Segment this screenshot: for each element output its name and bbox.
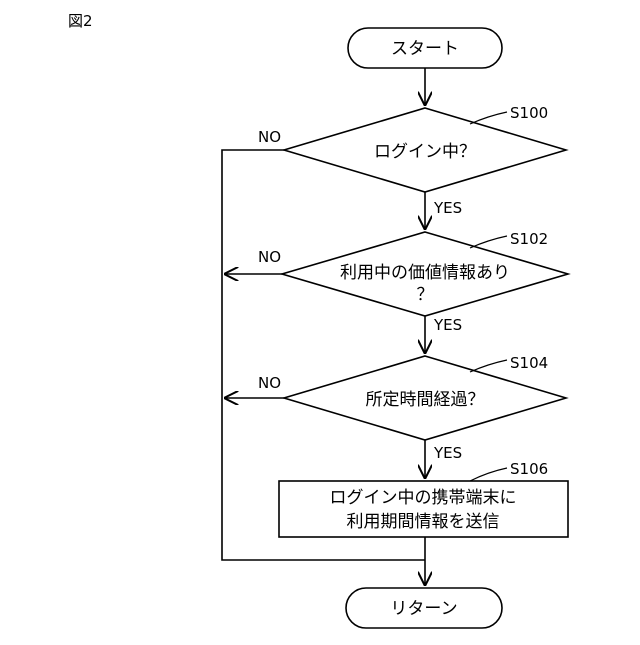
decision-s102-text-line2: ？ — [417, 285, 434, 305]
process-s106-text-line1: ログイン中の携帯端末に — [330, 488, 517, 508]
s104-step-id: S104 — [510, 354, 548, 372]
start-label: スタート — [391, 39, 459, 59]
s106-step-id: S106 — [510, 460, 548, 478]
decision-s102-text-line1: 利用中の価値情報あり — [340, 263, 510, 283]
s102-yes-label: YES — [433, 316, 462, 334]
s104-yes-label: YES — [433, 444, 462, 462]
s100-no-label: NO — [258, 128, 281, 146]
s104-leader-line — [470, 360, 507, 372]
s102-step-id: S102 — [510, 230, 548, 248]
s106-leader-line — [470, 468, 507, 481]
s100-yes-label: YES — [433, 199, 462, 217]
decision-s100-text: ログイン中？ — [374, 142, 476, 162]
s102-leader-line — [470, 236, 507, 248]
figure-label: 図2 — [68, 12, 93, 30]
decision-s104-text: 所定時間経過？ — [366, 390, 485, 410]
end-terminal: リターン — [346, 588, 502, 628]
process-s106: ログイン中の携帯端末に 利用期間情報を送信 S106 — [279, 460, 568, 537]
decision-s104: 所定時間経過？ S104 NO YES — [258, 354, 566, 462]
s100-step-id: S100 — [510, 104, 548, 122]
start-terminal: スタート — [348, 28, 502, 68]
decision-s100: ログイン中？ S100 NO YES — [258, 104, 566, 217]
process-s106-text-line2: 利用期間情報を送信 — [347, 512, 500, 532]
end-label: リターン — [390, 599, 457, 619]
decision-s102: 利用中の価値情報あり ？ S102 NO YES — [258, 230, 568, 334]
s104-no-label: NO — [258, 374, 281, 392]
s102-no-label: NO — [258, 248, 281, 266]
s100-leader-line — [470, 112, 507, 124]
